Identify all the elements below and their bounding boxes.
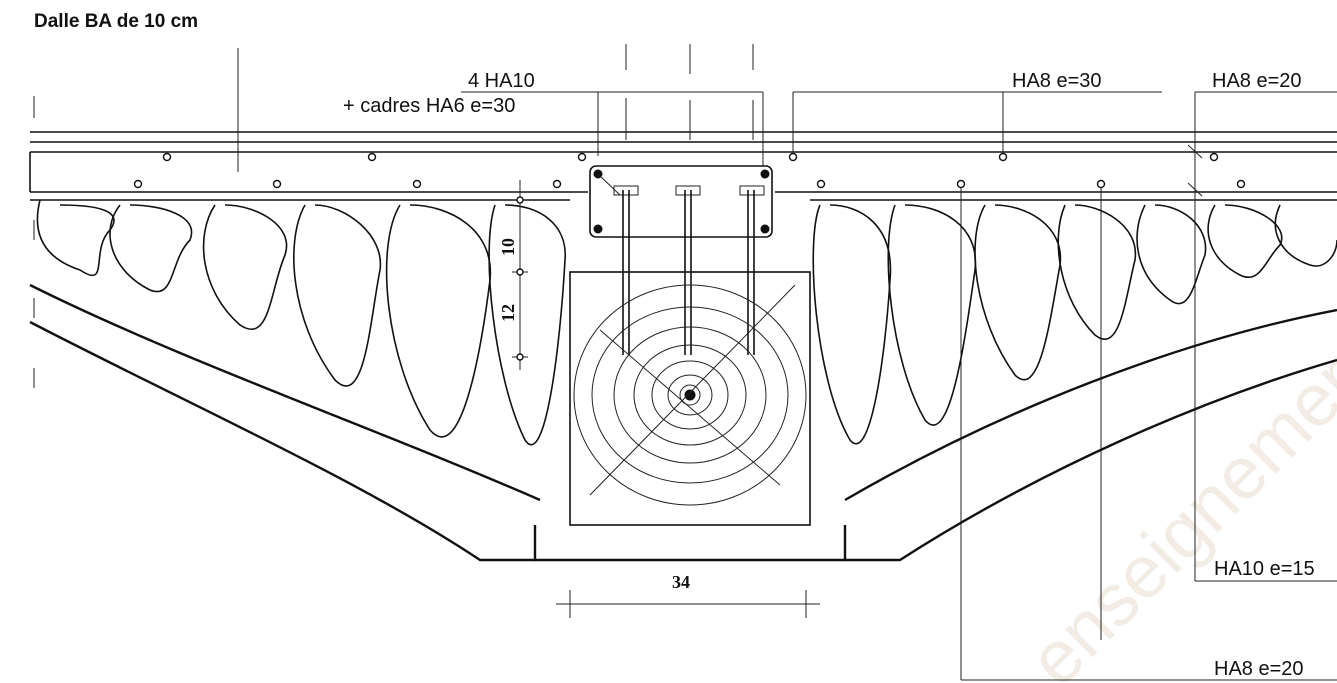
bottom-rebar-dots xyxy=(133,179,1246,189)
hollow-blocks-left xyxy=(36,199,566,446)
label-top-rebar: 4 HA10 xyxy=(468,70,535,92)
axis-dashes xyxy=(625,44,754,140)
vault-arches xyxy=(29,283,1337,562)
slab-outline xyxy=(29,131,1337,201)
anchor-plate xyxy=(589,165,773,238)
label-rebar-mid: HA8 e=30 xyxy=(1012,70,1102,92)
vertical-dimension xyxy=(512,180,528,370)
dimension-beam-width: 34 xyxy=(672,572,690,592)
label-rebar-right-top: HA8 e=20 xyxy=(1212,70,1302,92)
dimension-beam-depth: 12 xyxy=(498,304,518,322)
hollow-blocks-right xyxy=(812,204,1337,445)
watermark-text: enseignement.be xyxy=(1013,241,1337,683)
label-rebar-right-bottom: HA8 e=20 xyxy=(1214,658,1304,680)
horizontal-dimension xyxy=(556,590,820,618)
top-rebar-dots xyxy=(162,152,1219,162)
dimension-slab-height: 10 xyxy=(498,238,518,256)
label-rebar-right-mid: HA10 e=15 xyxy=(1214,558,1315,580)
break-lines xyxy=(33,48,239,388)
label-stirrups: + cadres HA6 e=30 xyxy=(343,95,515,117)
label-leaders xyxy=(461,91,1337,681)
timber-beam xyxy=(569,271,811,526)
drawing-title: Dalle BA de 10 cm xyxy=(34,11,198,32)
